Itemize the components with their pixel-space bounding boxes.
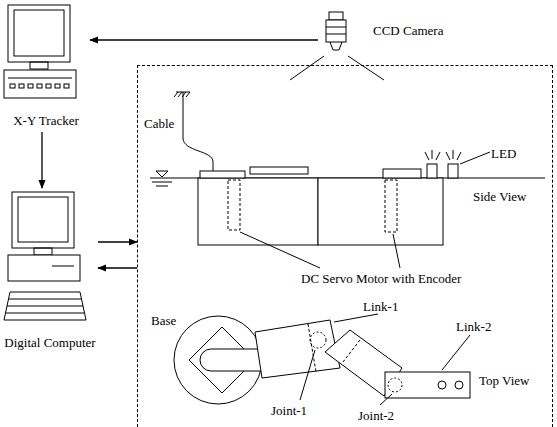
signal-arrow — [41, 132, 42, 188]
device-label: X-Y Tracker — [13, 113, 79, 128]
side-view — [150, 92, 545, 268]
part-label: Base — [151, 313, 176, 328]
signal-arrow — [90, 39, 318, 40]
signal-arrow — [98, 267, 137, 268]
robot-setup: CableLED Side View DC Servo Motor with Enc… — [137, 65, 553, 427]
view-label: Top View — [479, 373, 529, 388]
signal-arrow — [98, 241, 137, 242]
device-label: CCD Camera — [373, 23, 443, 38]
part-label: LED — [491, 146, 516, 161]
part-label: Joint-1 — [271, 403, 307, 418]
view-label: Side View — [473, 189, 527, 204]
part-label: Link-2 — [456, 319, 491, 334]
computer: X-Y Tracker — [2, 2, 90, 132]
part-label: Joint-2 — [358, 408, 394, 423]
camera-icon — [290, 12, 384, 80]
computer-icon — [4, 192, 86, 320]
top-view — [174, 314, 470, 405]
computer: Digital Computer — [2, 188, 98, 353]
part-label: Cable — [144, 116, 174, 131]
camera: CCD Camera — [318, 5, 458, 55]
computer-icon — [4, 5, 76, 98]
part-label: DC Servo Motor with Encoder — [301, 271, 461, 286]
device-label: Digital Computer — [4, 335, 95, 350]
part-label: Link-1 — [363, 299, 398, 314]
